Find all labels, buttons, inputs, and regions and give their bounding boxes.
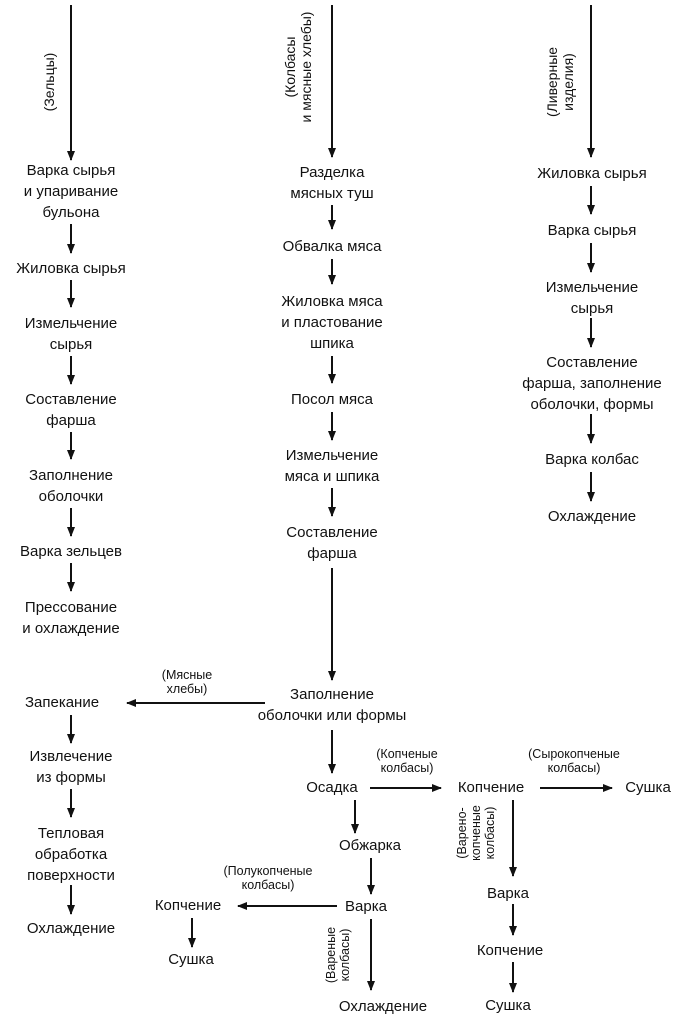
kolbasy-step-4: Посол мяса xyxy=(290,391,374,408)
zeltsy-step-6: Варка зельцев xyxy=(20,543,122,560)
livernye-step-2: Варка сырья xyxy=(547,222,637,239)
label-myasnye-khleby: (Мясные хлебы) xyxy=(161,668,213,696)
zeltsy-step-7: Прессование и охлаждение xyxy=(22,599,120,637)
label-varenye: (Вареные колбасы) xyxy=(324,926,352,984)
koptchenie-right: Копчение xyxy=(476,942,544,959)
koptchenie-main: Копчение xyxy=(457,779,525,796)
label-polukopchenye: (Полукопченые колбасы) xyxy=(223,864,313,892)
zeltsy-step-3: Измельчение сырья xyxy=(24,315,118,353)
zeltsy-step-5: Заполнение оболочки xyxy=(29,467,113,505)
sushka-left: Сушка xyxy=(168,951,214,968)
zeltsy-step-2: Жиловка сырья xyxy=(16,260,126,277)
kolbasy-step-5: Измельчение мяса и шпика xyxy=(284,447,380,485)
kolbasy-step-3: Жиловка мяса и пластование шпика xyxy=(281,293,383,352)
sushka-right: Сушка xyxy=(485,997,531,1014)
khleby-step-1: Запекание xyxy=(24,694,100,711)
khleby-step-4: Охлаждение xyxy=(26,920,116,937)
khleby-step-2: Извлечение из формы xyxy=(29,748,113,786)
livernye-step-3: Измельчение сырья xyxy=(545,279,639,317)
kolbasy-step-2: Обвалка мяса xyxy=(282,238,382,255)
khleby-step-3: Тепловая обработка поверхности xyxy=(27,825,115,884)
kolbasy-step-6: Составление фарша xyxy=(286,524,378,562)
zeltsy-step-4: Составление фарша xyxy=(25,391,117,429)
header-livernye: (Ливерные изделия) xyxy=(544,46,576,118)
livernye-step-4: Составление фарша, заполнение оболочки, … xyxy=(522,354,662,413)
zeltsy-step-1: Варка сырья и упаривание бульона xyxy=(23,162,119,221)
label-varenokopchenye: (Варено- копченые колбасы) xyxy=(455,805,497,861)
header-zeltsy: (Зельцы) xyxy=(41,52,57,112)
varka-center: Варка xyxy=(345,898,387,915)
livernye-step-1: Жиловка сырья xyxy=(537,165,647,182)
kolbasy-step-1: Разделка мясных туш xyxy=(290,164,374,202)
kolbasy-step-7: Заполнение оболочки или формы xyxy=(257,686,407,724)
sushka-main: Сушка xyxy=(625,779,671,796)
label-kopchenye: (Копченые колбасы) xyxy=(376,747,438,775)
okhlazhdenie-center: Охлаждение xyxy=(338,998,428,1015)
livernye-step-5: Варка колбас xyxy=(545,451,639,468)
obzharka: Обжарка xyxy=(338,837,402,854)
header-kolbasy: (Колбасы и мясные хлебы) xyxy=(282,11,314,123)
koptchenie-left: Копчение xyxy=(154,897,222,914)
varka-right: Варка xyxy=(487,885,529,902)
livernye-step-6: Охлаждение xyxy=(547,508,637,525)
osadka: Осадка xyxy=(306,779,358,796)
label-syrokopchenye: (Сырокопченые колбасы) xyxy=(528,747,620,775)
